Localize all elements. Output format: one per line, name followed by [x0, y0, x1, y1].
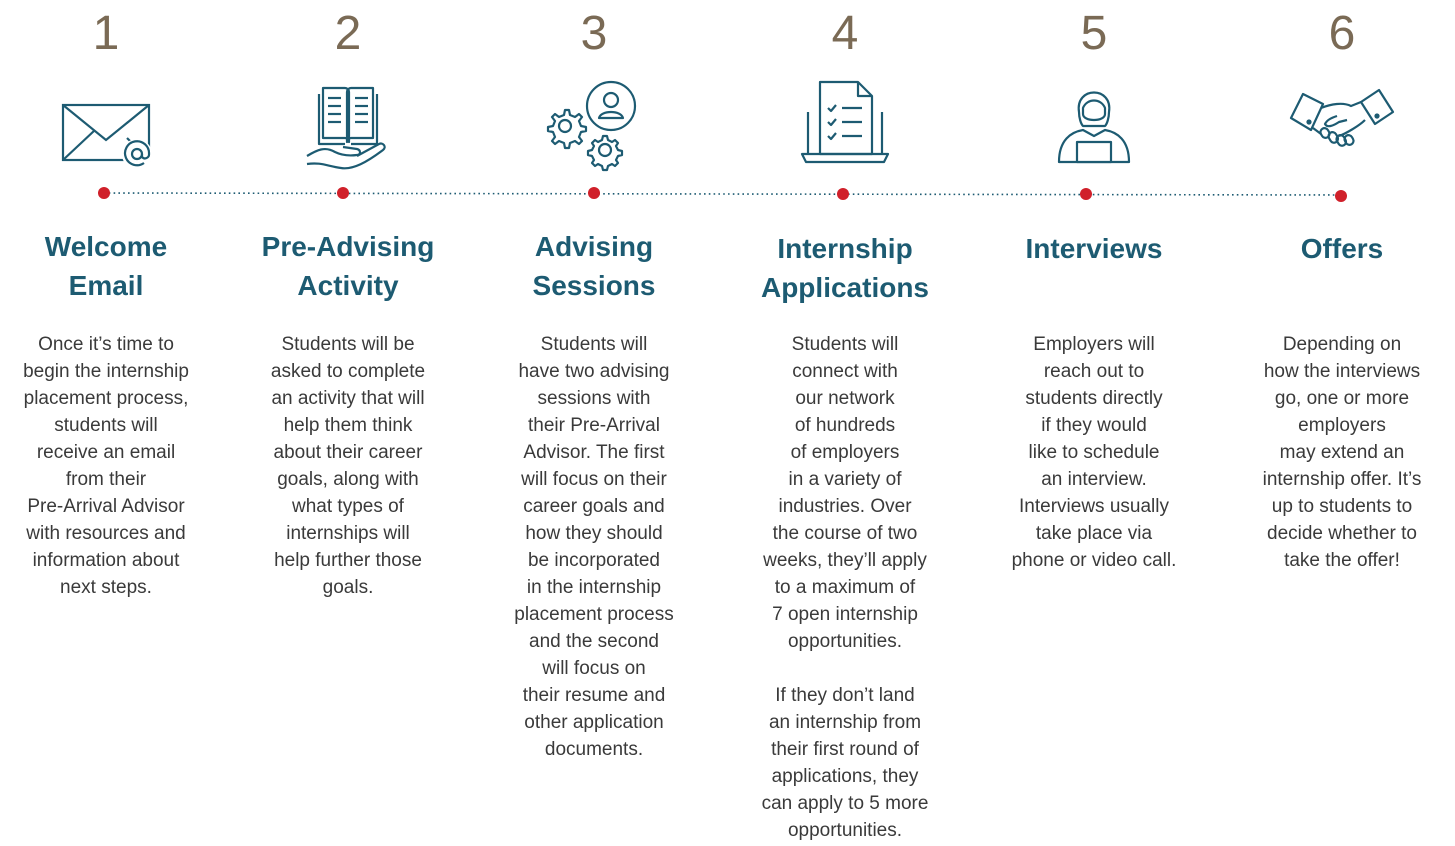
open-book-hand-icon [293, 72, 403, 172]
step-description: Depending on how the interviews go, one … [1262, 334, 1422, 571]
step-description: Once it’s time to begin the internship p… [23, 334, 189, 598]
step-description: Students will have two advising sessions… [514, 334, 674, 760]
step-offers: 6 Offers Depending on ho [1232, 0, 1452, 572]
step-number: 2 [334, 7, 362, 60]
step-description: Employers will reach out to students dir… [1011, 334, 1177, 571]
timeline-dot [1335, 190, 1347, 202]
step-interviews: 5 Interviews Employers will reach out to… [984, 0, 1204, 572]
timeline-dot [337, 187, 349, 199]
step-description: Students will be asked to complete an ac… [270, 334, 426, 598]
timeline-dot [588, 187, 600, 199]
envelope-at-icon [51, 72, 161, 172]
step-internship-applications: 4 Internship Applications Students will … [735, 0, 955, 842]
gears-person-icon [539, 72, 649, 172]
step-welcome-email: 1 Welcome Email Once it’s time to begin … [0, 0, 216, 599]
step-title: Internship Applications [760, 233, 929, 303]
step-title: Offers [1300, 233, 1384, 264]
checklist-laptop-icon [790, 72, 900, 172]
step-description: Students will connect with our network o… [761, 334, 929, 841]
step-number: 6 [1328, 7, 1356, 60]
step-number: 1 [92, 7, 120, 60]
timeline-dot [98, 187, 110, 199]
step-title: Pre-Advising Activity [261, 231, 435, 301]
person-laptop-icon [1039, 72, 1149, 172]
timeline-dot [837, 188, 849, 200]
step-number: 3 [580, 7, 608, 60]
step-title: Welcome Email [44, 231, 168, 301]
handshake-icon [1287, 72, 1397, 172]
timeline-dot [1080, 188, 1092, 200]
step-title: Advising Sessions [532, 231, 656, 301]
dotted-line [103, 192, 1341, 196]
step-number: 4 [831, 7, 859, 60]
step-number: 5 [1080, 7, 1108, 60]
step-title: Interviews [1025, 233, 1163, 264]
step-advising-sessions: 3 Advising Sessions Students will have t… [484, 0, 704, 761]
step-pre-advising-activity: 2 Pre-Advising Activity Students will be [238, 0, 458, 599]
